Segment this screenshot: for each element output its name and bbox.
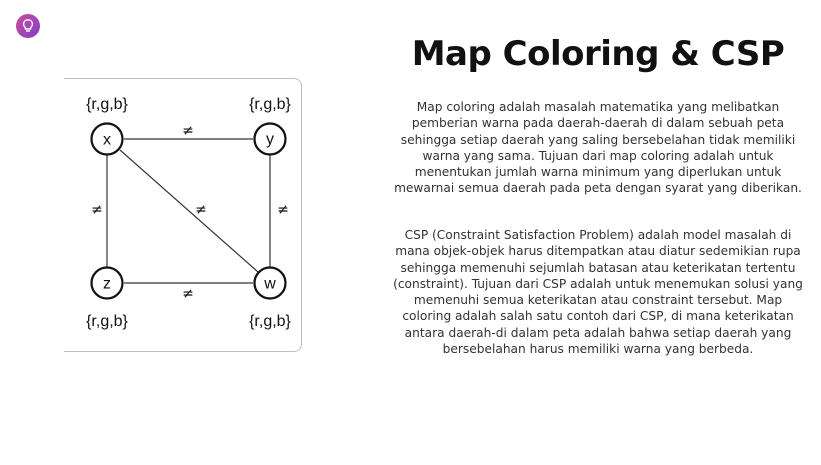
node-y: y (253, 122, 287, 156)
domain-y: {r,g,b} (249, 96, 291, 113)
node-x-label: x (103, 132, 111, 149)
domain-w: {r,g,b} (249, 313, 291, 330)
domain-z: {r,g,b} (86, 313, 128, 330)
node-z: z (90, 266, 124, 300)
page-title: Map Coloring & CSP (411, 34, 785, 74)
domain-x: {r,g,b} (86, 96, 128, 113)
edge-x-w (119, 149, 259, 273)
constraint-x-z: ≠ (91, 202, 103, 218)
node-x: x (90, 122, 124, 156)
constraint-x-y: ≠ (182, 123, 194, 139)
node-w: w (253, 266, 287, 300)
node-w-label: w (263, 276, 276, 293)
paragraph-map-coloring: Map coloring adalah masalah matematika y… (394, 100, 802, 196)
paragraph-csp: CSP (Constraint Satisfaction Problem) ad… (393, 228, 803, 357)
constraint-y-w: ≠ (277, 202, 289, 218)
constraint-graph: ≠ ≠ ≠ ≠ ≠ {r,g,b} {r,g,b} {r,g,b} {r,g,b… (86, 96, 291, 330)
lightbulb-icon (22, 19, 34, 32)
node-y-label: y (266, 131, 274, 148)
constraint-x-w: ≠ (195, 202, 207, 218)
node-z-label: z (103, 276, 111, 293)
app-logo[interactable] (16, 14, 40, 38)
constraint-z-w: ≠ (182, 286, 194, 302)
